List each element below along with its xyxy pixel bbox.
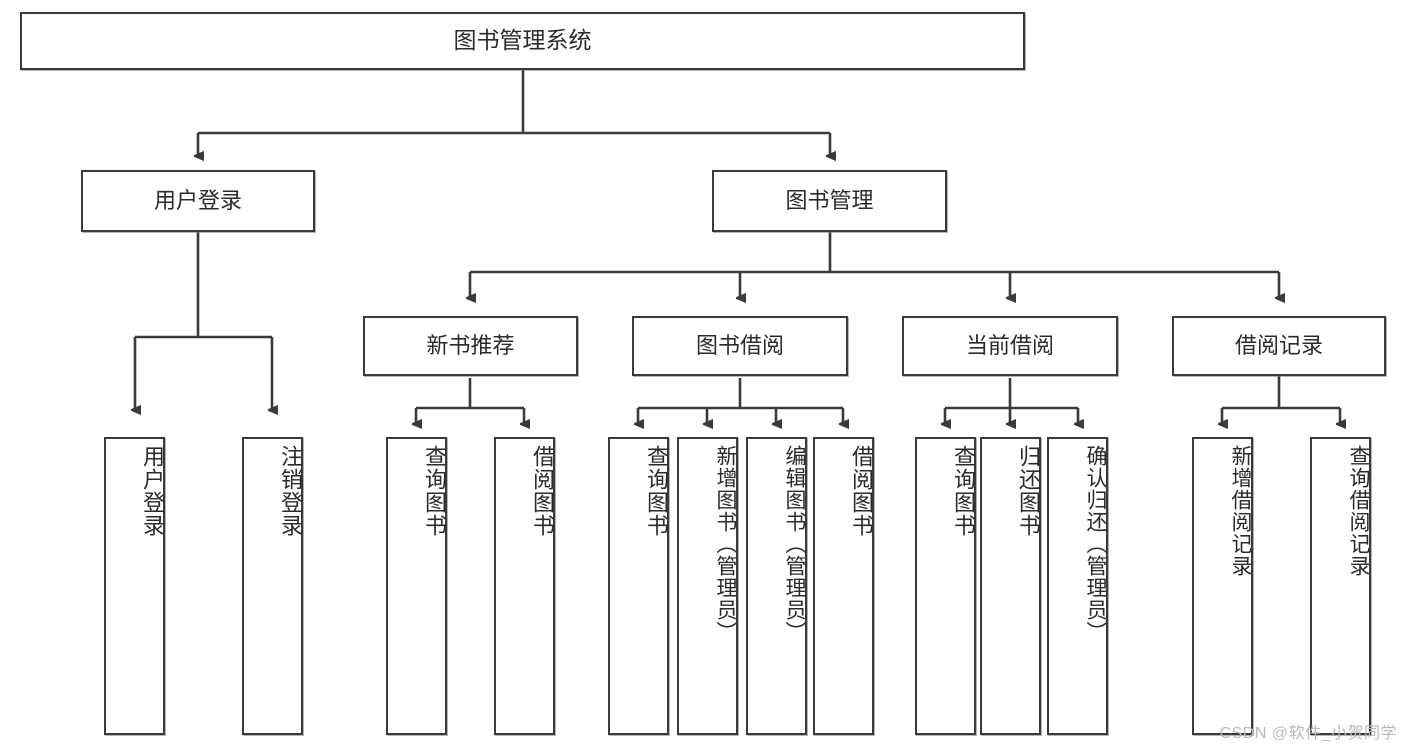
node-user-login[interactable]: 用户登录 — [81, 170, 315, 232]
node-label: 借阅图书 — [849, 445, 874, 537]
node-label: 当前借阅 — [965, 333, 1054, 359]
node-label: 查询图书 — [951, 445, 976, 537]
leaf-current-query-book[interactable]: 查询图书 — [915, 437, 976, 735]
node-new-book-recommend[interactable]: 新书推荐 — [363, 316, 578, 376]
leaf-recommend-query-book[interactable]: 查询图书 — [386, 437, 447, 735]
node-label: 查询图书 — [422, 445, 447, 537]
leaf-user-login[interactable]: 用户登录 — [104, 437, 165, 735]
leaf-recommend-borrow-book[interactable]: 借阅图书 — [494, 437, 555, 735]
node-label: 编辑图书（管理员） — [783, 445, 806, 643]
node-label: 归还图书 — [1016, 445, 1041, 537]
node-label: 确认归还（管理员） — [1084, 445, 1107, 643]
node-book-borrow[interactable]: 图书借阅 — [632, 316, 848, 376]
node-label: 图书借阅 — [695, 333, 784, 359]
node-label: 新增借阅记录 — [1229, 445, 1252, 577]
node-label: 用户登录 — [153, 188, 242, 214]
node-label: 新增图书（管理员） — [714, 445, 737, 643]
node-current-borrow[interactable]: 当前借阅 — [902, 316, 1118, 376]
leaf-borrow-add-book[interactable]: 新增图书（管理员） — [677, 437, 738, 735]
node-label: 借阅记录 — [1234, 333, 1323, 359]
watermark-text: CSDN @软件_小贺同学 — [1219, 725, 1397, 742]
leaf-current-return-book[interactable]: 归还图书 — [980, 437, 1041, 735]
node-label: 查询图书 — [644, 445, 669, 537]
node-label: 借阅图书 — [530, 445, 555, 537]
node-label: 注销登录 — [278, 445, 303, 537]
leaf-borrow-borrow-book[interactable]: 借阅图书 — [813, 437, 874, 735]
node-root-system[interactable]: 图书管理系统 — [20, 12, 1025, 70]
leaf-current-confirm-return[interactable]: 确认归还（管理员） — [1047, 437, 1108, 735]
node-borrow-record[interactable]: 借阅记录 — [1172, 316, 1386, 376]
node-label: 图书管理 — [785, 188, 874, 214]
leaf-borrow-edit-book[interactable]: 编辑图书（管理员） — [746, 437, 807, 735]
node-label: 新书推荐 — [426, 333, 515, 359]
leaf-record-query-record[interactable]: 查询借阅记录 — [1310, 437, 1371, 735]
node-label: 图书管理系统 — [453, 27, 592, 54]
leaf-user-logout[interactable]: 注销登录 — [242, 437, 303, 735]
leaf-borrow-query-book[interactable]: 查询图书 — [608, 437, 669, 735]
leaf-record-add-record[interactable]: 新增借阅记录 — [1192, 437, 1253, 735]
node-book-management[interactable]: 图书管理 — [712, 170, 947, 232]
node-label: 用户登录 — [140, 445, 165, 537]
node-label: 查询借阅记录 — [1347, 445, 1370, 577]
